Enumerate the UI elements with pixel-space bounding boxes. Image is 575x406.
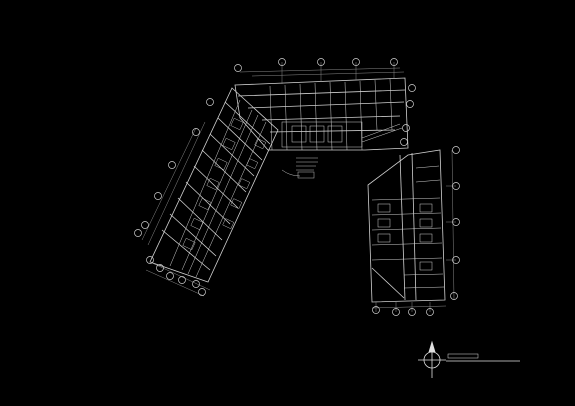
grid-bubble-icon <box>402 124 410 132</box>
grid-bubble-icon <box>134 229 142 237</box>
grid-bubble-icon <box>317 58 325 66</box>
grid-bubble-icon <box>154 192 162 200</box>
grid-bubble-icon <box>452 182 460 190</box>
title-block-line <box>446 353 520 362</box>
wing-c-room-lines <box>371 165 445 289</box>
grid-bubble-icon <box>198 288 206 296</box>
grid-bubble-icon <box>400 138 408 146</box>
grid-bubble-icon <box>178 276 186 284</box>
grid-bubble-icon <box>168 161 176 169</box>
grid-bubble-icon <box>192 128 200 136</box>
grid-bubble-icon <box>452 218 460 226</box>
grid-bubble-icon <box>146 256 154 264</box>
wing-a-corridor <box>169 99 267 278</box>
wing-a-diagonal <box>141 87 279 297</box>
grid-bubble-icon <box>426 308 434 316</box>
grid-bubble-icon <box>352 58 360 66</box>
north-arrow-icon <box>418 340 446 378</box>
wing-c-dim-lines <box>371 149 456 312</box>
callout-note <box>281 157 318 179</box>
grid-bubble-icon <box>166 272 174 280</box>
grid-bubble-icon <box>406 100 414 108</box>
grid-bubble-icon <box>392 308 400 316</box>
wing-b-room-lines <box>269 78 403 151</box>
grid-bubble-icon <box>390 58 398 66</box>
grid-bubble-icon <box>234 64 242 72</box>
wing-a-room-fixtures <box>182 117 267 251</box>
grid-bubble-icon <box>206 98 214 106</box>
wing-c-right <box>367 149 456 312</box>
grid-bubble-icon <box>408 308 416 316</box>
grid-bubble-icon <box>192 280 200 288</box>
grid-bubble-icon <box>278 58 286 66</box>
grid-bubble-icon <box>156 264 164 272</box>
grid-bubble-icon <box>372 306 380 314</box>
grid-bubble-icon <box>408 84 416 92</box>
wing-b-top <box>234 62 409 151</box>
wing-a-dim-lines <box>141 121 211 297</box>
grid-bubbles <box>134 58 460 316</box>
grid-bubble-icon <box>450 292 458 300</box>
grid-bubble-icon <box>452 256 460 264</box>
grid-bubble-icon <box>452 146 460 154</box>
grid-bubble-icon <box>141 221 149 229</box>
